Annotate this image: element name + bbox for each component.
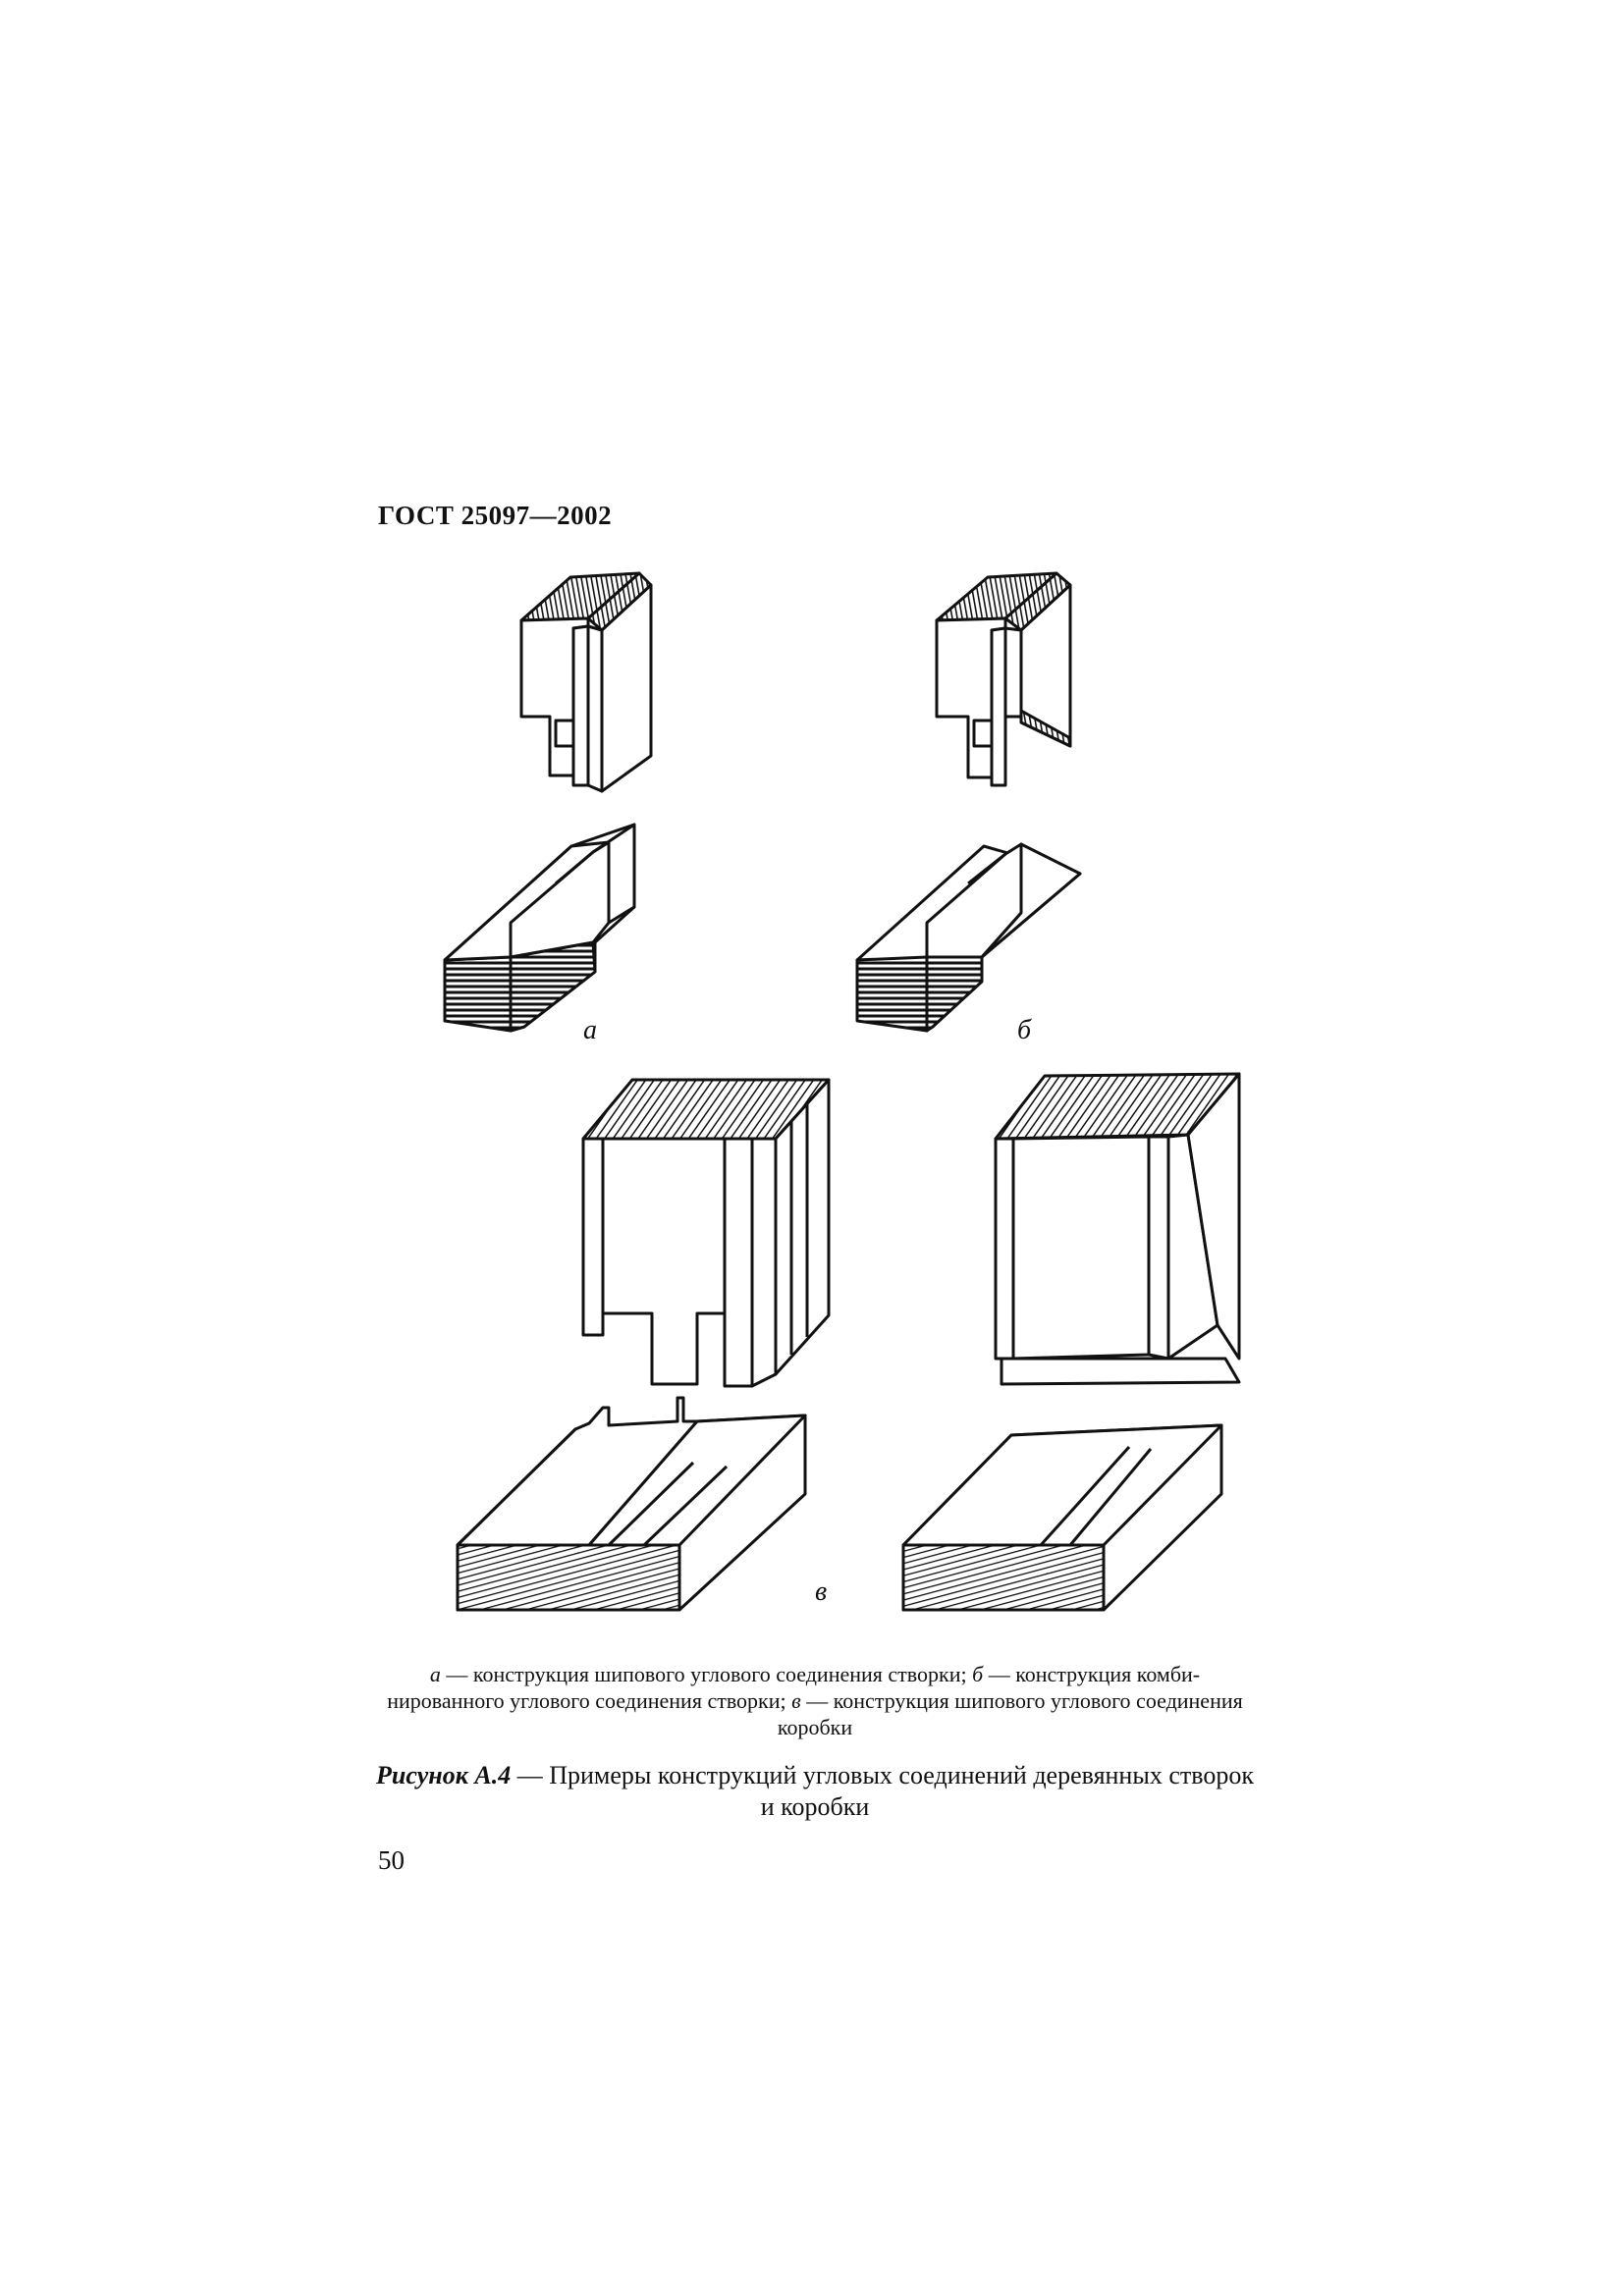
legend-key-v: в	[791, 1688, 801, 1713]
drawing-v-right-lower-piece	[901, 1423, 1223, 1612]
drawing-v-left-upper-piece	[581, 1078, 831, 1388]
legend-key-a: а	[429, 1662, 441, 1686]
figure-legend: а — конструкция шипового углового соедин…	[373, 1661, 1257, 1740]
drawing-a-lower-piece	[443, 823, 636, 1033]
panel-label-a: а	[583, 1015, 597, 1045]
figure-caption: Рисунок А.4 — Примеры конструкций угловы…	[373, 1760, 1257, 1823]
legend-key-b: б	[972, 1662, 984, 1686]
drawing-b-upper-piece	[935, 571, 1072, 787]
drawing-a-upper-piece	[519, 571, 653, 793]
drawing-v-right-upper-piece	[994, 1072, 1241, 1386]
panel-label-b: б	[1017, 1015, 1032, 1045]
legend-text-v: — конструкция шипового углового соединен…	[777, 1688, 1243, 1739]
panel-label-v: в	[815, 1576, 827, 1607]
caption-text: — Примеры конструкций угловых соединений…	[511, 1761, 1254, 1821]
legend-text-a: — конструкция шипового углового соединен…	[440, 1662, 973, 1686]
caption-lead: Рисунок А.4	[376, 1761, 512, 1789]
document-header: ГОСТ 25097—2002	[378, 501, 613, 530]
page-number: 50	[378, 1845, 405, 1875]
drawing-v-left-lower-piece	[456, 1396, 807, 1612]
drawing-b-lower-piece	[855, 842, 1082, 1033]
legend-text-b: — конструкция комби-нированного углового…	[387, 1662, 1201, 1713]
